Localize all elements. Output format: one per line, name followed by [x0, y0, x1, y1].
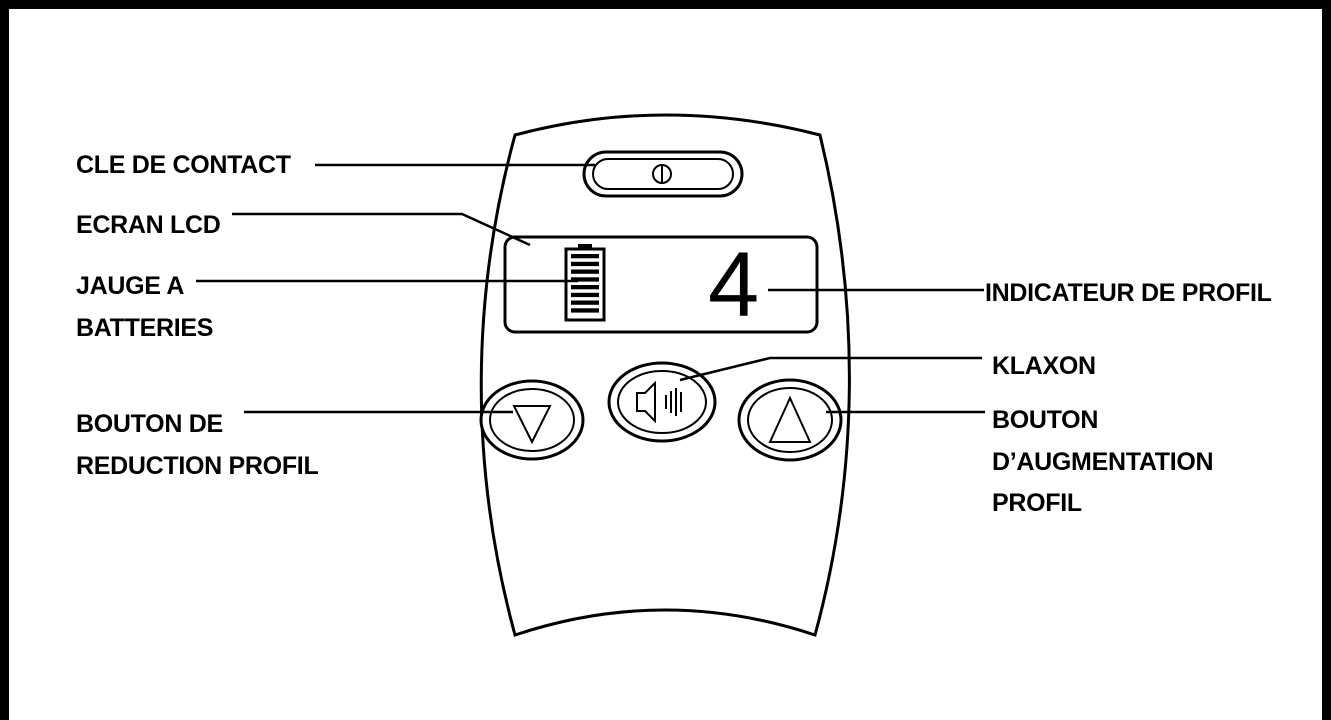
battery-bar [571, 285, 599, 290]
label-indicateur-profil: INDICATEUR DE PROFIL [985, 279, 1272, 307]
label-jauge-line1: JAUGE A [76, 272, 184, 300]
leader-lines [196, 163, 985, 414]
triangle-down-icon [512, 405, 552, 445]
label-augmentation-line3: PROFIL [992, 489, 1082, 517]
increase-profile-button[interactable] [737, 378, 843, 462]
label-ecran-lcd: ECRAN LCD [76, 211, 221, 239]
battery-bar [571, 292, 599, 298]
key-switch[interactable] [582, 150, 744, 198]
horn-button[interactable] [607, 361, 717, 443]
lcd-screen: 4 [503, 234, 819, 336]
battery-bar [571, 308, 599, 313]
battery-gauge-icon [564, 244, 606, 322]
label-cle-de-contact: CLE DE CONTACT [76, 151, 291, 179]
battery-bar [571, 300, 599, 305]
leader-ecran [232, 212, 531, 247]
battery-bars [571, 254, 599, 313]
profile-digit: 4 [708, 234, 759, 336]
battery-bar [571, 277, 599, 282]
battery-bar [571, 254, 599, 259]
battery-bar [571, 261, 599, 267]
battery-bar [571, 269, 599, 274]
speaker-icon [636, 380, 682, 424]
key-slot-icon [652, 164, 672, 184]
label-augmentation-line2: D’AUGMENTATION [992, 448, 1213, 476]
label-reduction-line2: REDUCTION PROFIL [76, 452, 318, 480]
label-augmentation-line1: BOUTON [992, 406, 1098, 434]
decrease-profile-button[interactable] [479, 379, 585, 461]
triangle-up-icon [768, 395, 812, 443]
label-klaxon: KLAXON [992, 352, 1096, 380]
label-jauge-line2: BATTERIES [76, 314, 213, 342]
leader-klaxon [679, 356, 982, 382]
label-reduction-line1: BOUTON DE [76, 410, 223, 438]
